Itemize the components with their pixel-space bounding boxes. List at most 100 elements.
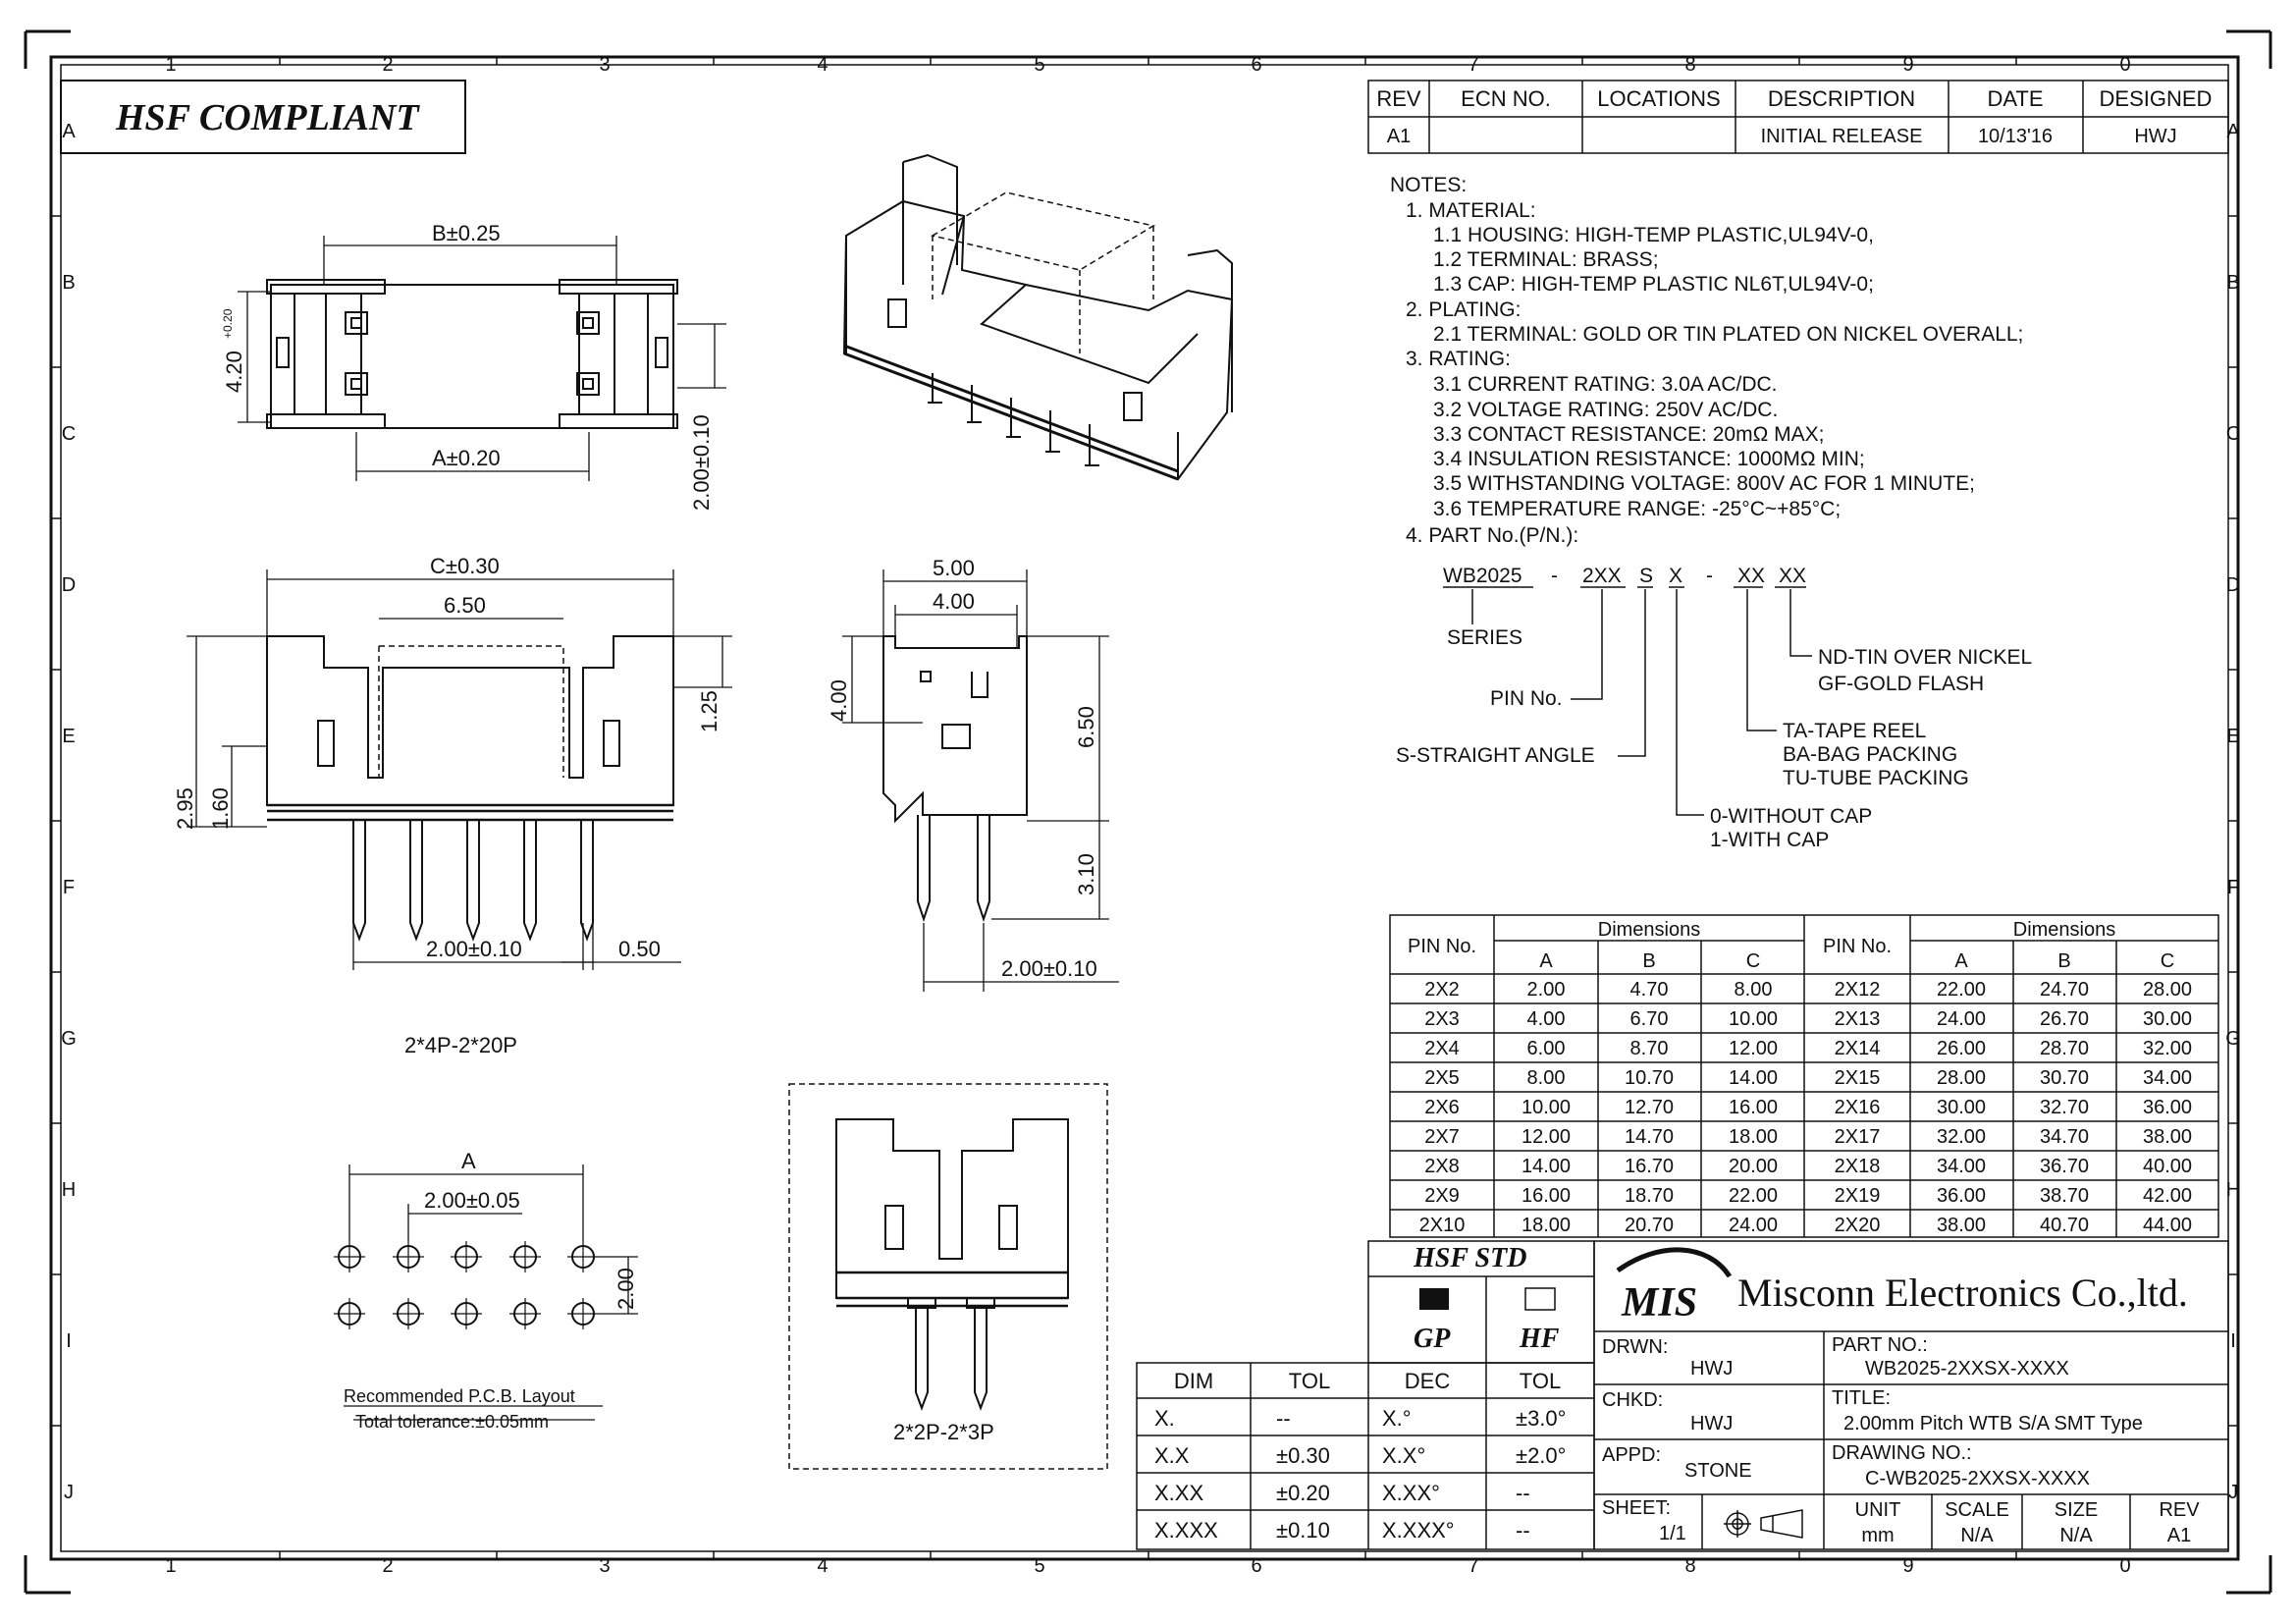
row-d: D: [62, 574, 76, 596]
dimension-table-cell: 28.70: [2040, 1038, 2089, 1059]
side-view-dims: [842, 569, 1119, 992]
tb-appd-label: APPD:: [1602, 1444, 1661, 1466]
dimension-table-cell: 12.70: [1625, 1097, 1674, 1118]
tb-dwg: C-WB2025-2XXSX-XXXX: [1865, 1468, 2090, 1489]
tb-rev-label: REV: [2159, 1499, 2200, 1521]
col-8-b: 8: [1684, 1555, 1695, 1577]
rev-rev: A1: [1387, 126, 1411, 147]
tolerance-table-cell: X.: [1154, 1406, 1175, 1431]
tolerance-table-cell: X.°: [1382, 1406, 1412, 1431]
dimension-table-cell: 28.00: [1937, 1067, 1986, 1089]
dimension-table-cell: 20.70: [1625, 1215, 1674, 1236]
rev-h-date: DATE: [1987, 86, 2043, 111]
dim-050: 0.50: [618, 937, 661, 961]
dimension-table-cell: 42.00: [2143, 1185, 2192, 1207]
range-1: 2*4P-2*20P: [404, 1033, 517, 1057]
row-f-r: F: [2227, 877, 2239, 898]
row-h: H: [62, 1179, 76, 1201]
tolerance-table-cell: X.X°: [1382, 1443, 1425, 1468]
dt-c-h1: C: [1746, 950, 1760, 972]
dimension-table-cell: 32.70: [2040, 1097, 2089, 1118]
note-4: 4. PART No.(P/N.):: [1406, 524, 1578, 547]
tb-rev: A1: [2167, 1525, 2191, 1546]
dimension-table-cell: 20.00: [1729, 1156, 1778, 1177]
tolerance-table-cell: ±2.0°: [1516, 1443, 1566, 1468]
dimension-table-cell: 2X3: [1424, 1008, 1460, 1030]
tol-h-dim: DIM: [1174, 1369, 1213, 1393]
dimension-table-cell: 38.70: [2040, 1185, 2089, 1207]
tolerance-table-cell: --: [1276, 1406, 1291, 1431]
dimension-table-cell: 2X9: [1424, 1185, 1460, 1207]
pcb-dims: [344, 1164, 638, 1421]
dimension-table-cell: 2X20: [1835, 1215, 1881, 1236]
dimension-table-cell: 28.00: [2143, 979, 2192, 1001]
pcb-layout: [334, 1241, 599, 1329]
dimension-table-cell: 40.70: [2040, 1215, 2089, 1236]
pn-cap-code: X: [1669, 565, 1682, 587]
tb-drwn: HWJ: [1690, 1358, 1733, 1380]
col-4: 4: [817, 54, 828, 76]
pn-angle-label: S-STRAIGHT ANGLE: [1396, 744, 1595, 767]
note-3-4: 3.4 INSULATION RESISTANCE: 1000MΩ MIN;: [1433, 448, 1865, 470]
col-2: 2: [382, 54, 393, 76]
tolerance-table-cell: X.XXX°: [1382, 1518, 1455, 1543]
dimension-table-cell: 12.00: [1729, 1038, 1778, 1059]
top-view-dims: [238, 236, 726, 481]
dimension-table-cell: 22.00: [1729, 1185, 1778, 1207]
dimension-table-cell: 36.70: [2040, 1156, 2089, 1177]
pn-pack-code: XX: [1737, 565, 1765, 587]
dimension-table-cell: 12.00: [1522, 1126, 1571, 1148]
col-4-b: 4: [817, 1555, 828, 1577]
rev-desc: INITIAL RELEASE: [1761, 126, 1923, 147]
pn-dash1: -: [1551, 565, 1558, 587]
dimension-table-cell: 10.00: [1522, 1097, 1571, 1118]
front-view: [266, 635, 674, 942]
pcb-dim-vert: 2.00: [614, 1268, 638, 1310]
pn-plating-1: ND-TIN OVER NICKEL: [1818, 646, 2032, 669]
dt-dims-h1: Dimensions: [1598, 919, 1700, 941]
col-3-b: 3: [599, 1555, 610, 1577]
company-name: Misconn Electronics Co.,ltd.: [1737, 1271, 2188, 1315]
dimension-table-cell: 32.00: [2143, 1038, 2192, 1059]
row-b-r: B: [2226, 272, 2239, 294]
tolerance-table-cell: ±3.0°: [1516, 1406, 1566, 1431]
dimension-table-cell: 16.70: [1625, 1156, 1674, 1177]
col-0: 0: [2119, 54, 2130, 76]
row-a-r: A: [2226, 121, 2240, 142]
tb-sheet-label: SHEET:: [1602, 1497, 1671, 1519]
col-2-b: 2: [382, 1555, 393, 1577]
col-9-b: 9: [1902, 1555, 1913, 1577]
dimension-table-cell: 16.00: [1729, 1097, 1778, 1118]
rev-designed: HWJ: [2134, 126, 2176, 147]
col-3: 3: [599, 54, 610, 76]
pn-series-label: SERIES: [1447, 626, 1522, 649]
note-1-3: 1.3 CAP: HIGH-TEMP PLASTIC NL6T,UL94V-0;: [1433, 273, 1874, 296]
tb-part: WB2025-2XXSX-XXXX: [1865, 1358, 2069, 1380]
dim-p2: 2.00±0.10: [426, 937, 522, 961]
tolerance-table-cell: --: [1516, 1518, 1530, 1543]
row-c: C: [62, 423, 76, 445]
row-j-r: J: [2228, 1482, 2238, 1503]
row-g-r: G: [2225, 1028, 2241, 1050]
tolerance-table-cell: X.XX: [1154, 1481, 1203, 1505]
pn-pin-code: 2XX: [1582, 565, 1622, 587]
pn-cap-2: 1-WITH CAP: [1710, 829, 1829, 851]
dimension-table-cell: 26.70: [2040, 1008, 2089, 1030]
dimension-table-cell: 14.00: [1522, 1156, 1571, 1177]
tb-sheet: 1/1: [1659, 1523, 1686, 1544]
tb-size-label: SIZE: [2055, 1499, 2098, 1521]
pcb-dim-pitch: 2.00±0.05: [424, 1188, 520, 1213]
drawing-frame: [24, 29, 2272, 1595]
isometric-cap: [931, 191, 1155, 353]
note-2-1: 2.1 TERMINAL: GOLD OR TIN PLATED ON NICK…: [1433, 323, 2023, 346]
tb-unit-label: UNIT: [1855, 1499, 1901, 1521]
dimension-table-cell: 2.00: [1527, 979, 1566, 1001]
rev-date: 10/13'16: [1978, 126, 2053, 147]
row-h-r: H: [2226, 1179, 2240, 1201]
tolerance-table-cell: X.X: [1154, 1443, 1190, 1468]
range-2: 2*2P-2*3P: [893, 1420, 994, 1444]
dimension-table-cell: 36.00: [1937, 1185, 1986, 1207]
dimension-table-cell: 40.00: [2143, 1156, 2192, 1177]
pn-series-code: WB2025: [1443, 565, 1522, 587]
